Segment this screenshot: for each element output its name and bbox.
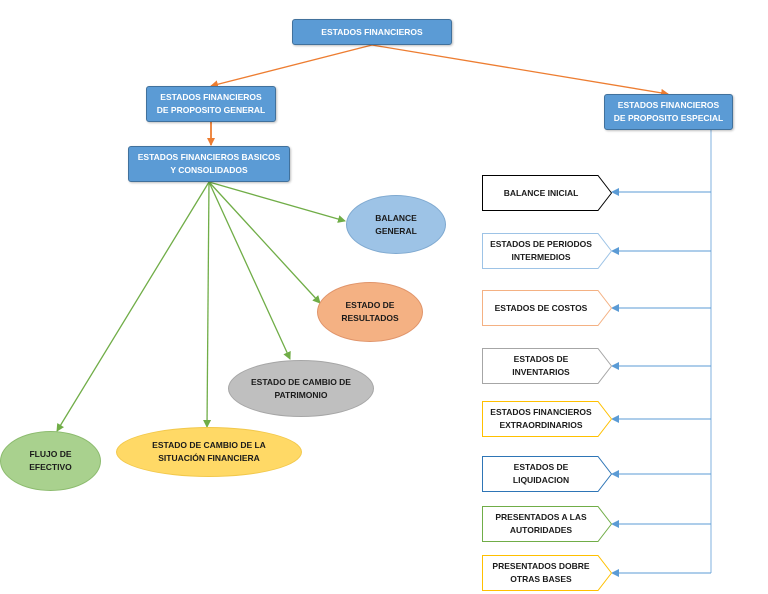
- pent-shape: [482, 348, 612, 384]
- oval-cambio-patrimonio: ESTADO DE CAMBIO DE PATRIMONIO: [228, 360, 374, 417]
- connector-basic-resultados: [208, 181, 321, 304]
- general-purpose-label: ESTADOS FINANCIEROS DE PROPOSITO GENERAL: [156, 92, 266, 115]
- pent-liquidacion-label: ESTADOS DE LIQUIDACION: [512, 462, 570, 485]
- pent-periodos-intermedios: ESTADOS DE PERIODOS INTERMEDIOS: [482, 233, 612, 269]
- pent-inventarios-label: ESTADOS DE INVENTARIOS: [512, 354, 570, 377]
- oval-flujo-efectivo-label: FLUJO DE EFECTIVO: [29, 449, 72, 472]
- pent-periodos-intermedios-label: ESTADOS DE PERIODOS INTERMEDIOS: [490, 239, 592, 262]
- connector-basic-patrimonio: [208, 181, 291, 360]
- pent-autoridades: PRESENTADOS A LAS AUTORIDADES: [482, 506, 612, 542]
- oval-situacion-financiera-label: ESTADO DE CAMBIO DE LA SITUACIÓN FINANCI…: [152, 440, 266, 463]
- oval-balance-general: BALANCE GENERAL: [346, 195, 446, 254]
- basic-consolidated-box: ESTADOS FINANCIEROS BASICOS Y CONSOLIDAD…: [128, 146, 290, 182]
- oval-situacion-financiera: ESTADO DE CAMBIO DE LA SITUACIÓN FINANCI…: [116, 427, 302, 477]
- oval-estado-resultados: ESTADO DE RESULTADOS: [317, 282, 423, 342]
- connector-basic-situacion: [203, 181, 212, 428]
- pent-otras-bases-label: PRESENTADOS DOBRE OTRAS BASES: [492, 561, 590, 584]
- connector-basic-balance: [208, 181, 346, 223]
- special-purpose-box: ESTADOS FINANCIEROS DE PROPOSITO ESPECIA…: [604, 94, 733, 130]
- root-label: ESTADOS FINANCIEROS: [321, 26, 423, 37]
- pent-shape: [482, 175, 612, 211]
- pent-balance-inicial: BALANCE INICIAL: [482, 175, 612, 211]
- oval-balance-general-label: BALANCE GENERAL: [375, 212, 417, 236]
- basic-consolidated-label: ESTADOS FINANCIEROS BASICOS Y CONSOLIDAD…: [137, 152, 281, 175]
- connector-root-special: [371, 44, 669, 97]
- pent-shape: [482, 506, 612, 542]
- pent-shape: [482, 456, 612, 492]
- oval-flujo-efectivo: FLUJO DE EFECTIVO: [0, 431, 101, 491]
- pent-shape: [482, 233, 612, 269]
- general-purpose-box: ESTADOS FINANCIEROS DE PROPOSITO GENERAL: [146, 86, 276, 122]
- pent-estados-costos: ESTADOS DE COSTOS: [482, 290, 612, 326]
- pent-autoridades-label: PRESENTADOS A LAS AUTORIDADES: [495, 512, 587, 535]
- pent-shape: [482, 555, 612, 591]
- oval-estado-resultados-label: ESTADO DE RESULTADOS: [341, 300, 399, 323]
- pent-inventarios: ESTADOS DE INVENTARIOS: [482, 348, 612, 384]
- connector-basic-flujo: [56, 181, 210, 432]
- pent-extraordinarios: ESTADOS FINANCIEROS EXTRAORDINARIOS: [482, 401, 612, 437]
- pent-liquidacion: ESTADOS DE LIQUIDACION: [482, 456, 612, 492]
- pent-extraordinarios-label: ESTADOS FINANCIEROS EXTRAORDINARIOS: [490, 407, 592, 430]
- pent-shape: [482, 290, 612, 326]
- special-purpose-label: ESTADOS FINANCIEROS DE PROPOSITO ESPECIA…: [613, 100, 724, 123]
- oval-cambio-patrimonio-label: ESTADO DE CAMBIO DE PATRIMONIO: [251, 376, 351, 400]
- root-box: ESTADOS FINANCIEROS: [292, 19, 452, 45]
- pent-balance-inicial-label: BALANCE INICIAL: [503, 187, 579, 198]
- pent-shape: [482, 401, 612, 437]
- connector-root-general: [210, 44, 373, 89]
- pent-estados-costos-label: ESTADOS DE COSTOS: [494, 302, 588, 313]
- pent-otras-bases: PRESENTADOS DOBRE OTRAS BASES: [482, 555, 612, 591]
